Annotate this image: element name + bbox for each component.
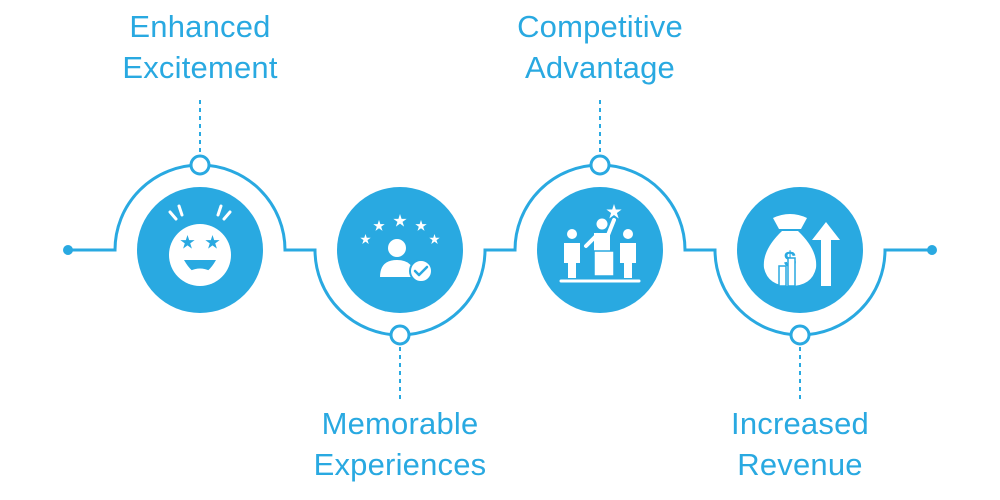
step-label-line: Experiences bbox=[313, 447, 487, 482]
step-label-line: Excitement bbox=[122, 50, 278, 85]
node-marker-competitive-advantage bbox=[589, 154, 611, 176]
step-label-line: Revenue bbox=[737, 447, 863, 482]
step-label-enhanced-excitement: Enhanced Excitement bbox=[70, 6, 330, 88]
podium-winner-icon bbox=[559, 204, 641, 283]
star-eyes-face-icon bbox=[168, 204, 232, 286]
five-star-rated-user-icon bbox=[360, 214, 440, 283]
step-label-competitive-advantage: Competitive Advantage bbox=[470, 6, 730, 88]
step-label-line: Advantage bbox=[524, 50, 676, 85]
money-bag-growth-icon: $ bbox=[763, 214, 840, 287]
step-label-line: Memorable bbox=[321, 406, 479, 441]
node-marker-increased-revenue bbox=[789, 324, 811, 346]
step-label-line: Increased bbox=[731, 406, 869, 441]
node-marker-enhanced-excitement bbox=[189, 154, 211, 176]
step-label-memorable-experiences: Memorable Experiences bbox=[270, 403, 530, 485]
line-start-dot bbox=[63, 245, 73, 255]
step-label-line: Competitive bbox=[517, 9, 683, 44]
step-label-increased-revenue: Increased Revenue bbox=[670, 403, 930, 485]
node-marker-memorable-experiences bbox=[389, 324, 411, 346]
line-end-dot bbox=[927, 245, 937, 255]
step-label-line: Enhanced bbox=[129, 9, 271, 44]
wave-connector-line bbox=[68, 163, 932, 337]
